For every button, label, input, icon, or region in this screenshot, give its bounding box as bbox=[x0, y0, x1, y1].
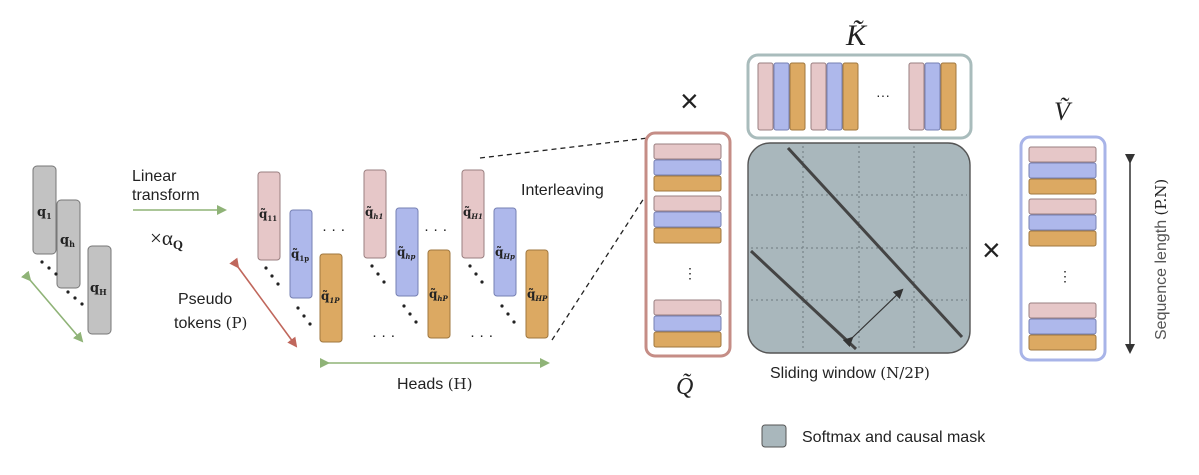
ellipsis-heads-top-1: · · · bbox=[322, 221, 345, 238]
k-col-orange bbox=[940, 62, 957, 131]
token-label-h1: q̃h1 bbox=[365, 205, 383, 221]
pseudo-label-line1: Pseudo bbox=[178, 291, 232, 308]
attention-mask-matrix: Sliding window (N/2P) bbox=[747, 142, 971, 382]
v-row-pink bbox=[1028, 198, 1097, 215]
legend: Softmax and causal mask bbox=[761, 424, 986, 448]
token-label-H1: q̃H1 bbox=[463, 205, 483, 221]
token-block-1P bbox=[319, 253, 343, 343]
v-row-orange bbox=[1028, 230, 1097, 247]
times-sign-mask-v: × bbox=[982, 232, 1001, 268]
q-row-pink bbox=[653, 299, 722, 316]
sequence-length-axis: Sequence length (P.N) bbox=[1125, 154, 1170, 354]
query-label-h: qh bbox=[60, 233, 75, 249]
q-row-pink bbox=[653, 143, 722, 160]
token-label-1P: q̃1P bbox=[321, 289, 340, 305]
q-row-orange bbox=[653, 227, 722, 244]
legend-label: Softmax and causal mask bbox=[802, 429, 986, 446]
mask-diagonal-upper bbox=[786, 146, 964, 339]
interleave-dash-top bbox=[479, 137, 649, 159]
k-col-pink bbox=[757, 62, 774, 131]
token-block-hp bbox=[395, 207, 419, 297]
window-width-arrow bbox=[842, 288, 904, 348]
k-tilde-row: K̃ ··· bbox=[746, 19, 973, 140]
q-row-orange bbox=[653, 331, 722, 348]
token-label-hp: q̃hp bbox=[397, 245, 415, 261]
token-block-HP bbox=[525, 249, 549, 339]
head-token-blocks: q̃11 q̃1p q̃1P q̃h1 q̃hp q̃hP q̃H1 q̃Hp … bbox=[257, 169, 549, 344]
q-row-blue bbox=[653, 211, 722, 228]
query-block-H bbox=[87, 245, 112, 335]
token-label-Hp: q̃Hp bbox=[495, 245, 515, 261]
pseudo-arrow bbox=[229, 257, 298, 348]
heads-label: Heads (H) bbox=[397, 375, 473, 393]
token-block-h1 bbox=[363, 169, 387, 259]
linear-label-line2: transform bbox=[132, 187, 200, 204]
v-row-orange bbox=[1028, 334, 1097, 351]
token-block-H1 bbox=[461, 169, 485, 259]
v-vertical-ellipsis: ⋮ bbox=[1058, 268, 1072, 284]
k-col-orange bbox=[789, 62, 806, 131]
q-tilde-label: Q̃ bbox=[676, 373, 693, 400]
k-col-orange bbox=[842, 62, 859, 131]
original-query-blocks: q1 qh qH bbox=[21, 165, 112, 343]
v-row-blue bbox=[1028, 318, 1097, 335]
v-row-orange bbox=[1028, 178, 1097, 195]
q-row-blue bbox=[653, 315, 722, 332]
v-row-blue bbox=[1028, 162, 1097, 179]
interleaving-label: Interleaving bbox=[521, 182, 604, 199]
interleave-dash-bottom bbox=[551, 191, 649, 341]
sliding-window-label: Sliding window (N/2P) bbox=[770, 364, 930, 382]
ellipsis-heads-bottom-2: · · · bbox=[470, 327, 493, 344]
linear-transform: Linear transform ×αQ bbox=[132, 168, 227, 252]
q-vertical-ellipsis: ⋮ bbox=[683, 265, 697, 281]
sequence-length-label: Sequence length (P.N) bbox=[1152, 179, 1170, 340]
v-row-pink bbox=[1028, 302, 1097, 319]
k-tilde-label: K̃ bbox=[845, 19, 868, 52]
ellipsis-heads-top-2: · · · bbox=[424, 221, 447, 238]
q-row-pink bbox=[653, 195, 722, 212]
token-block-hP bbox=[427, 249, 451, 339]
query-label-1: q1 bbox=[37, 205, 52, 221]
v-row-blue bbox=[1028, 214, 1097, 231]
mask-diagonal-lower bbox=[749, 249, 858, 351]
token-label-HP: q̃HP bbox=[527, 287, 548, 303]
q-row-blue bbox=[653, 159, 722, 176]
pseudo-label-line2: tokens (P) bbox=[174, 314, 247, 332]
token-block-Hp bbox=[493, 207, 517, 297]
linear-label-line1: Linear bbox=[132, 168, 177, 185]
query-diagonal-arrow bbox=[21, 270, 84, 343]
k-col-pink bbox=[908, 62, 925, 131]
heads-axis: Heads (H) bbox=[320, 358, 550, 393]
token-label-1p: q̃1p bbox=[291, 247, 309, 263]
query-block-1 bbox=[32, 165, 57, 255]
v-tilde-label: Ṽ bbox=[1054, 97, 1073, 126]
v-row-pink bbox=[1028, 146, 1097, 163]
token-label-11: q̃11 bbox=[259, 207, 277, 223]
q-tilde-column: ⋮ Q̃ bbox=[644, 131, 732, 400]
v-tilde-column: Ṽ ⋮ bbox=[1019, 97, 1107, 362]
interleaving: Interleaving bbox=[479, 137, 649, 341]
q-row-orange bbox=[653, 175, 722, 192]
k-col-pink bbox=[810, 62, 827, 131]
query-label-H: qH bbox=[90, 281, 107, 297]
k-col-blue bbox=[924, 62, 941, 131]
ellipsis-heads-bottom-1: · · · bbox=[372, 327, 395, 344]
times-sign-q-k: × bbox=[680, 83, 699, 119]
pseudo-tokens: Pseudo tokens (P) bbox=[174, 257, 298, 348]
k-col-blue bbox=[826, 62, 843, 131]
k-ellipsis: ··· bbox=[876, 87, 890, 103]
legend-swatch bbox=[761, 424, 787, 448]
k-col-blue bbox=[773, 62, 790, 131]
token-label-hP: q̃hP bbox=[429, 287, 448, 303]
scale-label: ×αQ bbox=[150, 226, 183, 252]
